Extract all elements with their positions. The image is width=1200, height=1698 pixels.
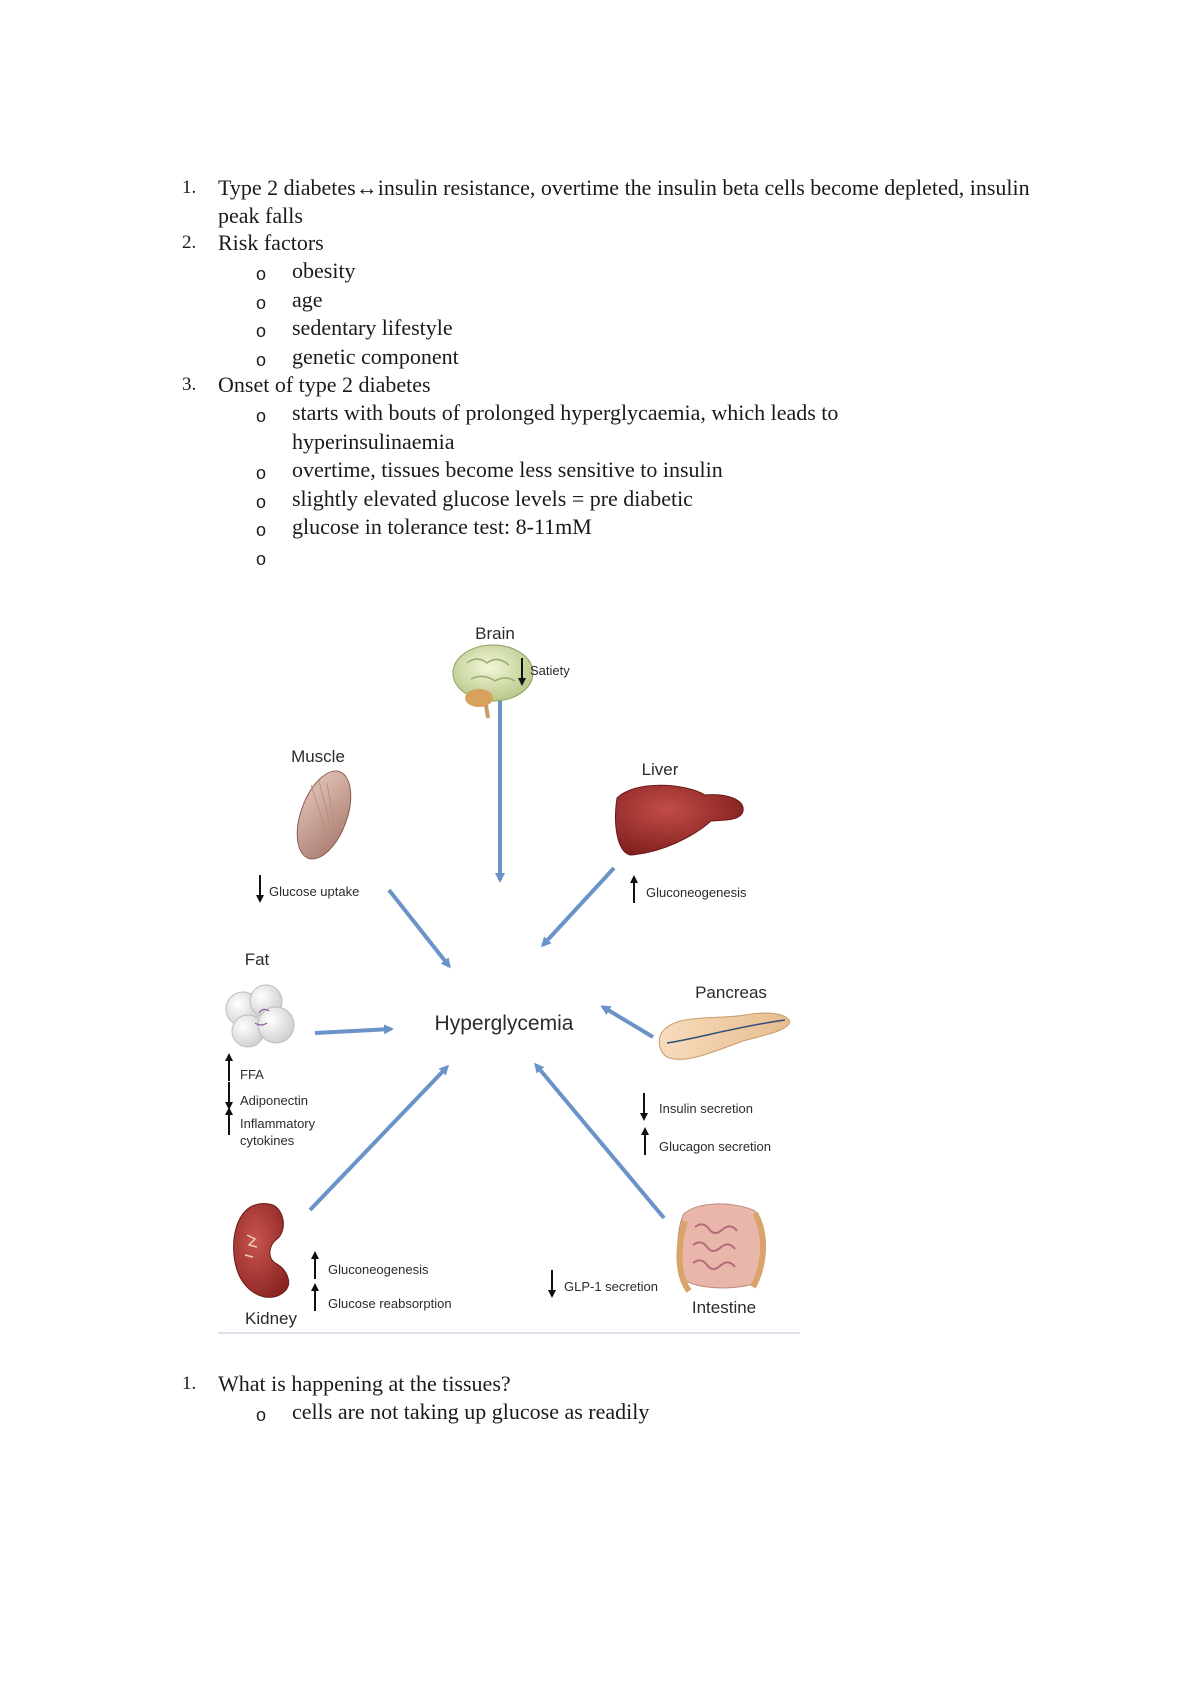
notes-list-1: 1. Type 2 diabetes↔insulin resistance, o… (0, 174, 1058, 569)
brain-title: Brain (475, 624, 515, 643)
arrow-from-liver (540, 866, 616, 948)
fat-cells-icon (225, 984, 295, 1048)
bullet: o (256, 406, 267, 426)
brain-effect-1: Satiety (530, 663, 570, 678)
bullet: o (256, 1405, 267, 1425)
muscle-effect-1: Glucose uptake (269, 884, 359, 899)
bullet: o (256, 292, 267, 313)
liver-title: Liver (642, 760, 679, 779)
pancreas-effect-1: Insulin secretion (659, 1101, 753, 1116)
item-number: 1. (182, 1373, 197, 1394)
item-text: Risk factors (218, 230, 324, 255)
fat-title: Fat (245, 950, 270, 969)
intestine-effect-1: GLP-1 secretion (564, 1279, 658, 1294)
liver-icon (615, 784, 744, 856)
bullet: o (256, 463, 267, 483)
arrow-from-muscle (387, 888, 451, 969)
muscle-icon (296, 770, 352, 860)
fat-group: Fat FFA Adiponectin Inflammatory cytokin… (225, 950, 316, 1148)
item-number: 3. (182, 374, 197, 395)
item-text: Type 2 diabetes↔insulin resistance, over… (218, 175, 1030, 228)
bullet: o (256, 548, 267, 569)
intestine-icon (676, 1203, 767, 1293)
fat-effect-1: FFA (240, 1067, 264, 1082)
bullet: o (256, 520, 267, 540)
bullet: o (256, 321, 267, 341)
pancreas-effect-2: Glucagon secretion (659, 1139, 771, 1154)
item-text: What is happening at the tissues? (218, 1371, 511, 1396)
kidney-group: Gluconeogenesis Glucose reabsorption Kid… (233, 1203, 452, 1328)
fat-effect-3: Inflammatory (240, 1116, 316, 1131)
pancreas-title: Pancreas (695, 983, 767, 1002)
list-item-1: 1. Type 2 diabetes↔insulin resistance, o… (0, 174, 1058, 230)
kidney-effect-1: Gluconeogenesis (328, 1262, 429, 1277)
arrow-from-intestine (534, 1062, 666, 1220)
liver-effect-1: Gluconeogenesis (646, 885, 747, 900)
hyperglycemia-diagram: Hyperglycemia Brain Satiety Muscle Gluco… (218, 624, 800, 1334)
pancreas-icon (658, 1012, 791, 1060)
muscle-title: Muscle (291, 747, 345, 766)
fat-effect-2: Adiponectin (240, 1093, 308, 1108)
kidney-title: Kidney (245, 1309, 297, 1328)
arrow-from-pancreas (600, 1005, 655, 1039)
center-label: Hyperglycemia (435, 1012, 574, 1035)
brain-group: Brain Satiety (452, 624, 570, 719)
kidney-effect-2: Glucose reabsorption (328, 1296, 452, 1311)
intestine-title: Intestine (692, 1298, 756, 1317)
arrows (308, 692, 666, 1220)
bullet: o (256, 264, 267, 284)
muscle-group: Muscle Glucose uptake (256, 747, 359, 903)
arrow-from-kidney (308, 1064, 450, 1212)
item-number: 1. (182, 177, 197, 198)
liver-group: Liver Gluconeogenesis (615, 760, 747, 903)
intestine-group: GLP-1 secretion Intestine (548, 1203, 767, 1317)
item-number: 2. (182, 232, 197, 253)
kidney-icon (233, 1203, 290, 1298)
sub-item: o (0, 542, 1058, 569)
pancreas-group: Pancreas Insulin secretion Glucagon secr… (640, 983, 791, 1155)
bullet: o (256, 491, 267, 512)
arrow-from-fat (314, 1024, 394, 1035)
fat-effect-3-cont: cytokines (240, 1133, 295, 1148)
item-text: Onset of type 2 diabetes (218, 372, 431, 397)
bullet: o (256, 349, 267, 370)
